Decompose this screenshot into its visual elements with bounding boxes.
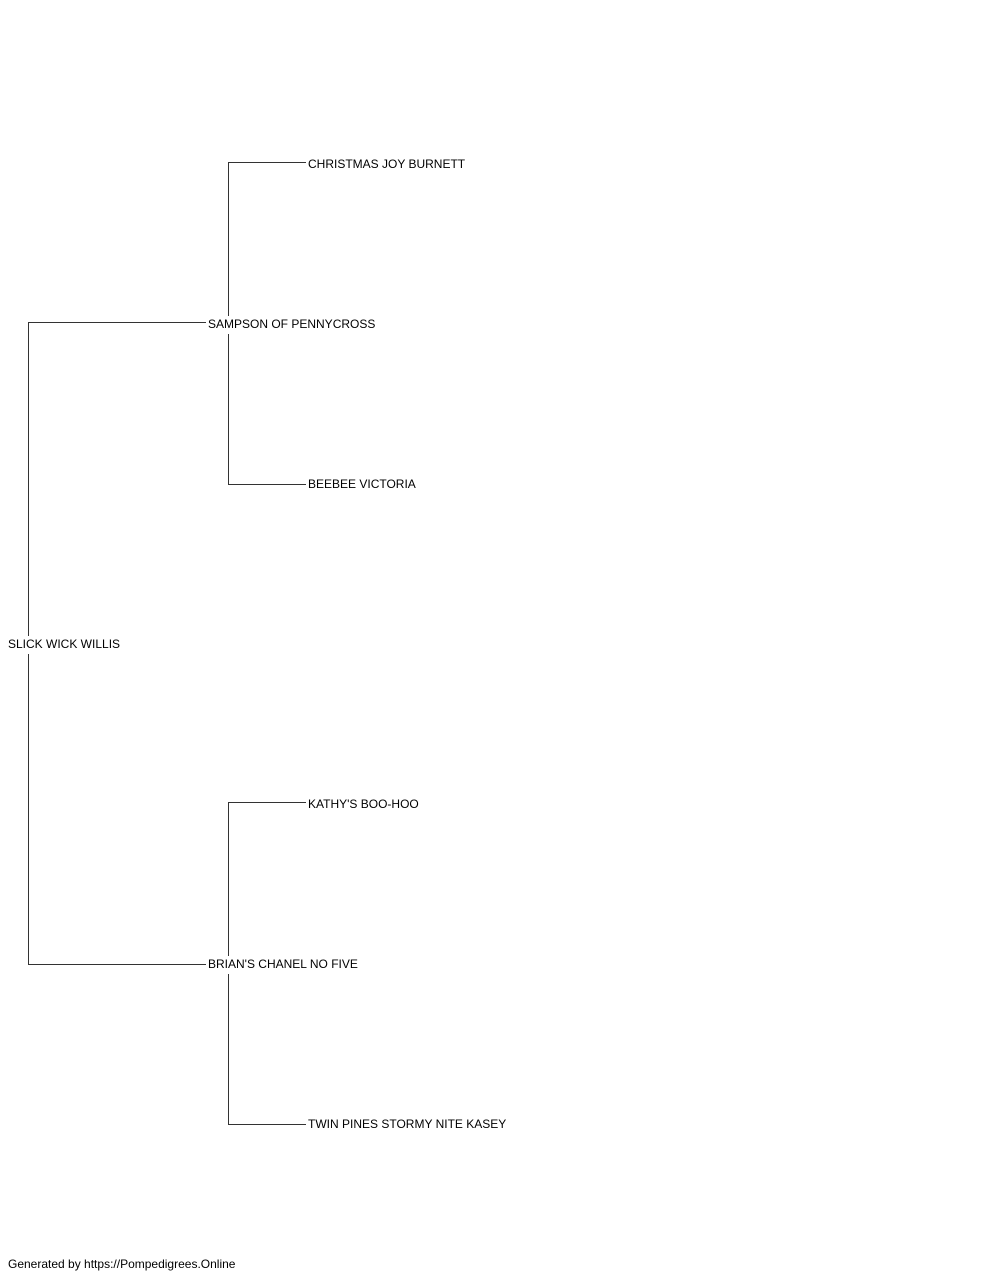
sire-sire-name: CHRISTMAS JOY BURNETT (308, 157, 466, 171)
connector-sire-sire (228, 162, 306, 316)
connector-subject-sire (28, 322, 206, 636)
generated-by-credit: Generated by https://Pompedigrees.Online (8, 1257, 236, 1271)
dam-name: BRIAN'S CHANEL NO FIVE (208, 957, 358, 971)
connector-dam-dam (228, 974, 306, 1125)
sire-dam-name: BEEBEE VICTORIA (308, 477, 416, 491)
sire-name: SAMPSON OF PENNYCROSS (208, 317, 376, 331)
connector-subject-dam (28, 654, 206, 965)
connector-sire-dam (228, 334, 306, 485)
connector-dam-sire (228, 802, 306, 956)
dam-sire-name: KATHY'S BOO-HOO (308, 797, 419, 811)
dam-dam-name: TWIN PINES STORMY NITE KASEY (308, 1117, 507, 1131)
subject-name: SLICK WICK WILLIS (8, 637, 121, 651)
